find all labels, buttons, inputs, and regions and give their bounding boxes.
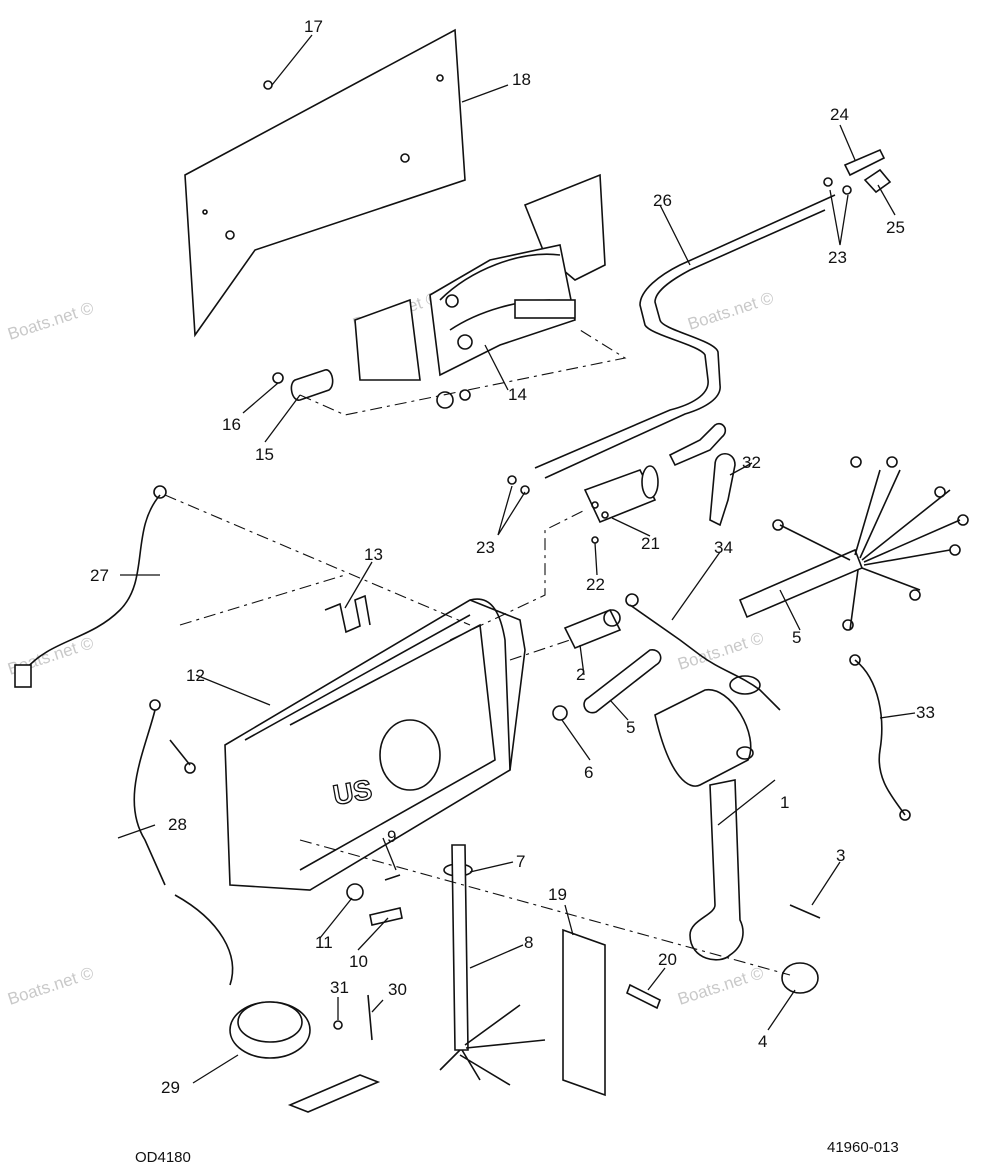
screw	[263, 80, 273, 90]
neutral-lock-spring	[324, 594, 371, 634]
callout-20: 20	[658, 950, 677, 969]
callout-7: 7	[516, 852, 525, 871]
callout-1: 1	[780, 793, 789, 812]
screw	[384, 874, 401, 881]
callout-23-lower: 23	[476, 538, 495, 557]
buzzer-lead	[133, 699, 196, 886]
control-housing: US	[224, 598, 526, 891]
callout-33: 33	[916, 703, 935, 722]
cable-end	[843, 148, 886, 177]
mounting-plate	[184, 28, 466, 338]
retaining-ring	[552, 705, 568, 721]
wire-lead	[849, 654, 911, 821]
callout-26: 26	[653, 191, 672, 210]
callout-8: 8	[524, 933, 533, 952]
callout-22: 22	[586, 575, 605, 594]
callout-18: 18	[512, 70, 531, 89]
callout-28: 28	[168, 815, 187, 834]
callout-34: 34	[714, 538, 733, 557]
ignition-keys	[668, 422, 736, 527]
callout-16: 16	[222, 415, 241, 434]
lanyard-clip	[625, 593, 781, 711]
callout-21: 21	[641, 534, 660, 553]
terminal-block	[562, 928, 606, 1097]
drawing-number: 41960-013	[827, 1139, 899, 1156]
housing-lettering: US	[331, 774, 375, 811]
callout-29: 29	[161, 1078, 180, 1097]
harness-sleeve	[439, 844, 546, 1086]
callout-9: 9	[387, 827, 396, 846]
control-mechanism	[354, 173, 606, 409]
callout-30: 30	[388, 980, 407, 999]
callout-5-upper: 5	[792, 628, 801, 647]
ground-wire	[14, 485, 167, 688]
handle-knob	[781, 962, 819, 994]
callout-25: 25	[886, 218, 905, 237]
callout-12: 12	[186, 666, 205, 685]
callout-17: 17	[304, 17, 323, 36]
screw	[789, 904, 821, 919]
callout-32: 32	[742, 453, 761, 472]
control-handle	[654, 689, 754, 961]
watermark: Boats.net ©	[5, 298, 96, 344]
washer	[346, 883, 364, 901]
neutral-safety-switch	[563, 608, 622, 650]
callout-23-upper: 23	[828, 248, 847, 267]
corner-code: OD4180	[135, 1149, 191, 1162]
screw	[367, 994, 373, 1041]
callout-4: 4	[758, 1032, 767, 1051]
leader-lines	[117, 34, 916, 1084]
pivot-bolt	[369, 907, 403, 926]
retainer-clips	[507, 177, 852, 495]
cable-end-cap	[863, 168, 892, 194]
watermark: Boats.net ©	[675, 963, 766, 1009]
pin	[583, 649, 662, 714]
callout-11: 11	[315, 933, 333, 952]
callout-14: 14	[508, 385, 527, 404]
screw	[333, 1020, 343, 1030]
watermark: Boats.net ©	[685, 288, 776, 334]
callout-2: 2	[576, 665, 585, 684]
screw	[625, 983, 662, 1010]
ignition-switch	[583, 465, 659, 524]
watermark: Boats.net ©	[5, 963, 96, 1009]
throttle-shift-cables	[534, 194, 836, 479]
callout-24: 24	[830, 105, 849, 124]
washer	[272, 372, 284, 384]
warning-horn	[174, 894, 381, 1113]
wiring-harness	[738, 456, 969, 631]
callout-13: 13	[364, 545, 383, 564]
roller	[290, 369, 334, 401]
callout-5-lower: 5	[626, 718, 635, 737]
callout-6: 6	[584, 763, 593, 782]
callout-31: 31	[330, 978, 349, 997]
nut	[591, 536, 599, 544]
callout-3: 3	[836, 846, 845, 865]
callout-15: 15	[255, 445, 274, 464]
callout-10: 10	[349, 952, 368, 971]
callout-19: 19	[548, 885, 567, 904]
callout-27: 27	[90, 566, 109, 585]
